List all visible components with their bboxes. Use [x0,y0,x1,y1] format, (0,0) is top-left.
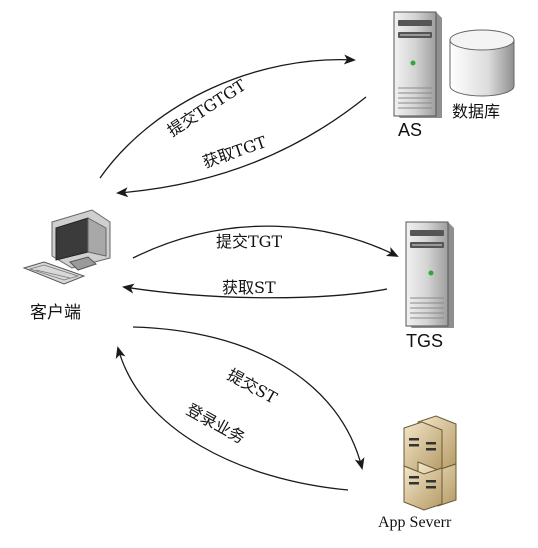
app-server-label: App Severr [378,514,452,531]
arrow-submit-st [132,326,365,470]
label-get-st: 获取ST [222,278,276,297]
arrow-submit-tgtgt [99,54,356,179]
arrow-login-business [115,346,349,491]
label-submit-tgt: 提交TGT [216,232,282,251]
as-server-icon [393,11,442,118]
arrow-get-st [122,283,388,299]
label-get-tgt: 获取TGT [200,132,269,172]
tgs-server-icon [405,221,454,328]
arrow-get-tgt [116,96,367,198]
database-icon [449,29,515,97]
label-submit-st: 提交ST [224,365,280,408]
app-server-icon [403,415,457,511]
as-label: AS [398,120,422,140]
client-computer-icon [22,209,111,285]
client-label: 客户端 [30,303,81,322]
label-submit-tgtgt: 提交TGTGT [164,75,250,140]
label-login-business: 登录业务 [183,400,248,448]
arrow-submit-tgt [132,225,399,259]
database-label: 数据库 [452,103,500,121]
tgs-label: TGS [406,331,443,351]
